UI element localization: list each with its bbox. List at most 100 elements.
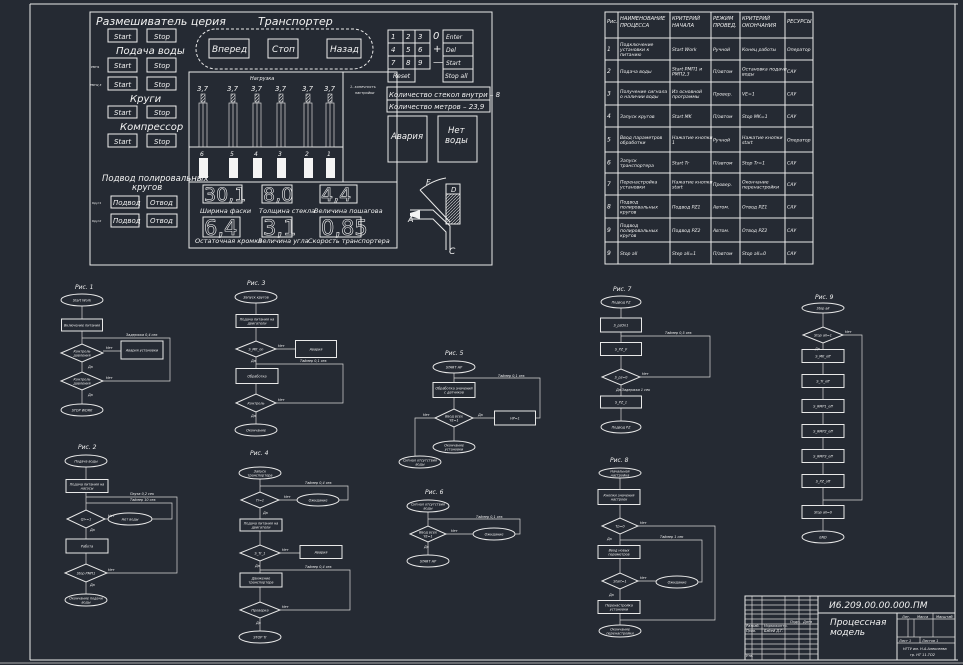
load-value: 3,7 [251,85,263,93]
wheels-start-button[interactable]: Start [107,105,138,119]
table-cell: питанию [620,53,641,58]
flow-process: Обработка [235,368,279,384]
polish-2-approach-button[interactable]: Подвод [110,213,141,228]
table-cell: Провер. [713,182,732,188]
flow-edge-label: Нет [423,413,431,417]
flow-edge-label: Таймер 0,1 сек [498,374,526,378]
flow-edge-label: Нет [451,529,459,533]
keypad-key-7[interactable]: 7 [387,55,404,70]
keypad-key-5[interactable]: 5 [402,42,416,57]
water-rmp1-stop-button[interactable]: Stop [146,57,177,73]
polish-1-retract-button[interactable]: Отвод [146,195,178,209]
svg-text:Стоп: Стоп [272,45,295,55]
keypad-key-Del[interactable]: Del [442,42,474,57]
polish-2-retract-button[interactable]: Отвод [146,213,178,228]
flow-edge-label: Да [814,347,820,351]
keypad-key-6[interactable]: 6 [414,42,431,57]
flow-node-label: перенастройки [606,632,634,636]
flow-connector [260,569,351,611]
table-cell: Stop all [620,251,638,257]
table-cell: П/автом [713,69,733,75]
flow-node-label: настроек [611,498,628,502]
flow-decision: Контроль [234,393,278,413]
keypad-key-3[interactable]: 3 [414,29,431,44]
keypad-key-—[interactable]: — [433,57,443,68]
flow-node-label: Stop all=1 [814,334,832,338]
flow-process: S_MK_off [801,349,845,363]
flow-node-label: Сигнал отсутствия [411,503,445,507]
station-number: 5 [230,151,234,158]
station-indicator [277,158,286,178]
flow-node-label: S_MK_off [815,355,831,359]
svg-text:Start: Start [114,109,131,117]
mixer-start-button[interactable]: Start [107,28,138,43]
svg-text:—: — [433,57,443,68]
flow-decision: Проверка [238,601,282,619]
table-cell: Автом. [712,228,729,234]
flow-terminator: START HP [406,554,450,568]
flow-node-label: START HP [446,366,463,370]
flow-terminator: Окончание [234,423,278,437]
flow-node-label: параметров [608,553,629,557]
flow-decision: S_MK_on [234,340,278,358]
keypad-stop-all-button[interactable]: Stop all [442,68,474,83]
display-value: 8,0 [263,184,293,206]
keypad-key-1[interactable]: 1 [387,29,404,44]
load-value: 3,7 [197,85,209,93]
keypad-key-2[interactable]: 2 [402,29,416,44]
flow-node-label: S_pz=0 [615,376,628,380]
table-cell: полировальных [620,206,658,211]
flow-edge-label: Да [250,414,256,418]
flow-node-label: с датчиков [444,391,464,395]
load-title: Нагрузка [250,76,274,82]
flow-node-label: Окончание [246,429,266,433]
rmp23-label: РМП2,3 [90,83,102,87]
load-panel: Нагрузка 3,763,753,743,733,723,71 1- кон… [188,71,398,249]
conveyor-stop-button[interactable]: Стоп [267,38,299,59]
polish-1-approach-button[interactable]: Подвод [110,195,141,209]
flow-edge-label: Нет [278,398,286,402]
keypad-key-0[interactable]: 0 [433,31,439,42]
keypad-key-4[interactable]: 4 [387,42,404,57]
svg-text:Stop: Stop [154,81,170,89]
keypad-key-9[interactable]: 9 [414,55,431,70]
keypad-key-Enter[interactable]: Enter [442,29,474,44]
wheels-stop-button[interactable]: Stop [146,105,177,119]
conveyor-back-button[interactable]: Назад [326,38,362,59]
keypad-key-+[interactable]: + [433,44,441,55]
flow-node-label: транспортера [248,581,273,585]
column-header: НАЧАЛА [672,23,694,29]
keypad-key-8[interactable]: 8 [402,55,416,70]
water-rmp1-start-button[interactable]: Start [107,57,138,73]
compressor-start-button[interactable]: Start [107,133,138,148]
flow-node-label: S_MK_on [249,348,264,352]
water-rmp23-start-button[interactable]: Start [107,76,138,91]
flow-terminator: Stop all [801,302,845,314]
station-indicator [229,158,238,178]
display-label: Величина угла [258,237,309,245]
table-cell: Нажатие кнопки [742,135,783,141]
flow-edge-label: Таймер 1 сек [660,535,684,539]
conveyor-forward-button[interactable]: Вперед [208,38,250,59]
keypad-key-Start[interactable]: Start [442,55,474,70]
table-cell: САУ [787,92,797,98]
column-header: ПРОВЕД. [713,23,737,29]
flow-edge-label: Да [87,393,93,397]
flow-node-label: Авария [314,551,328,555]
svg-text:4: 4 [391,46,395,54]
rmp1-label: РМП1 [91,65,100,69]
mixer-stop-button[interactable]: Stop [146,28,177,43]
station-indicator [199,158,208,178]
compressor-stop-button[interactable]: Stop [146,133,177,148]
water-rmp23-stop-button[interactable]: Stop [146,76,177,91]
table-cell: Ручной [713,138,730,144]
table-cell: Подвод PZ2 [672,228,701,234]
flow-process: Авария установки [120,340,164,360]
mixer-title: Размешиватель церия [96,15,226,28]
keypad-reset-button[interactable]: Reset [387,68,416,83]
flow-terminator: Start Work [60,293,104,307]
